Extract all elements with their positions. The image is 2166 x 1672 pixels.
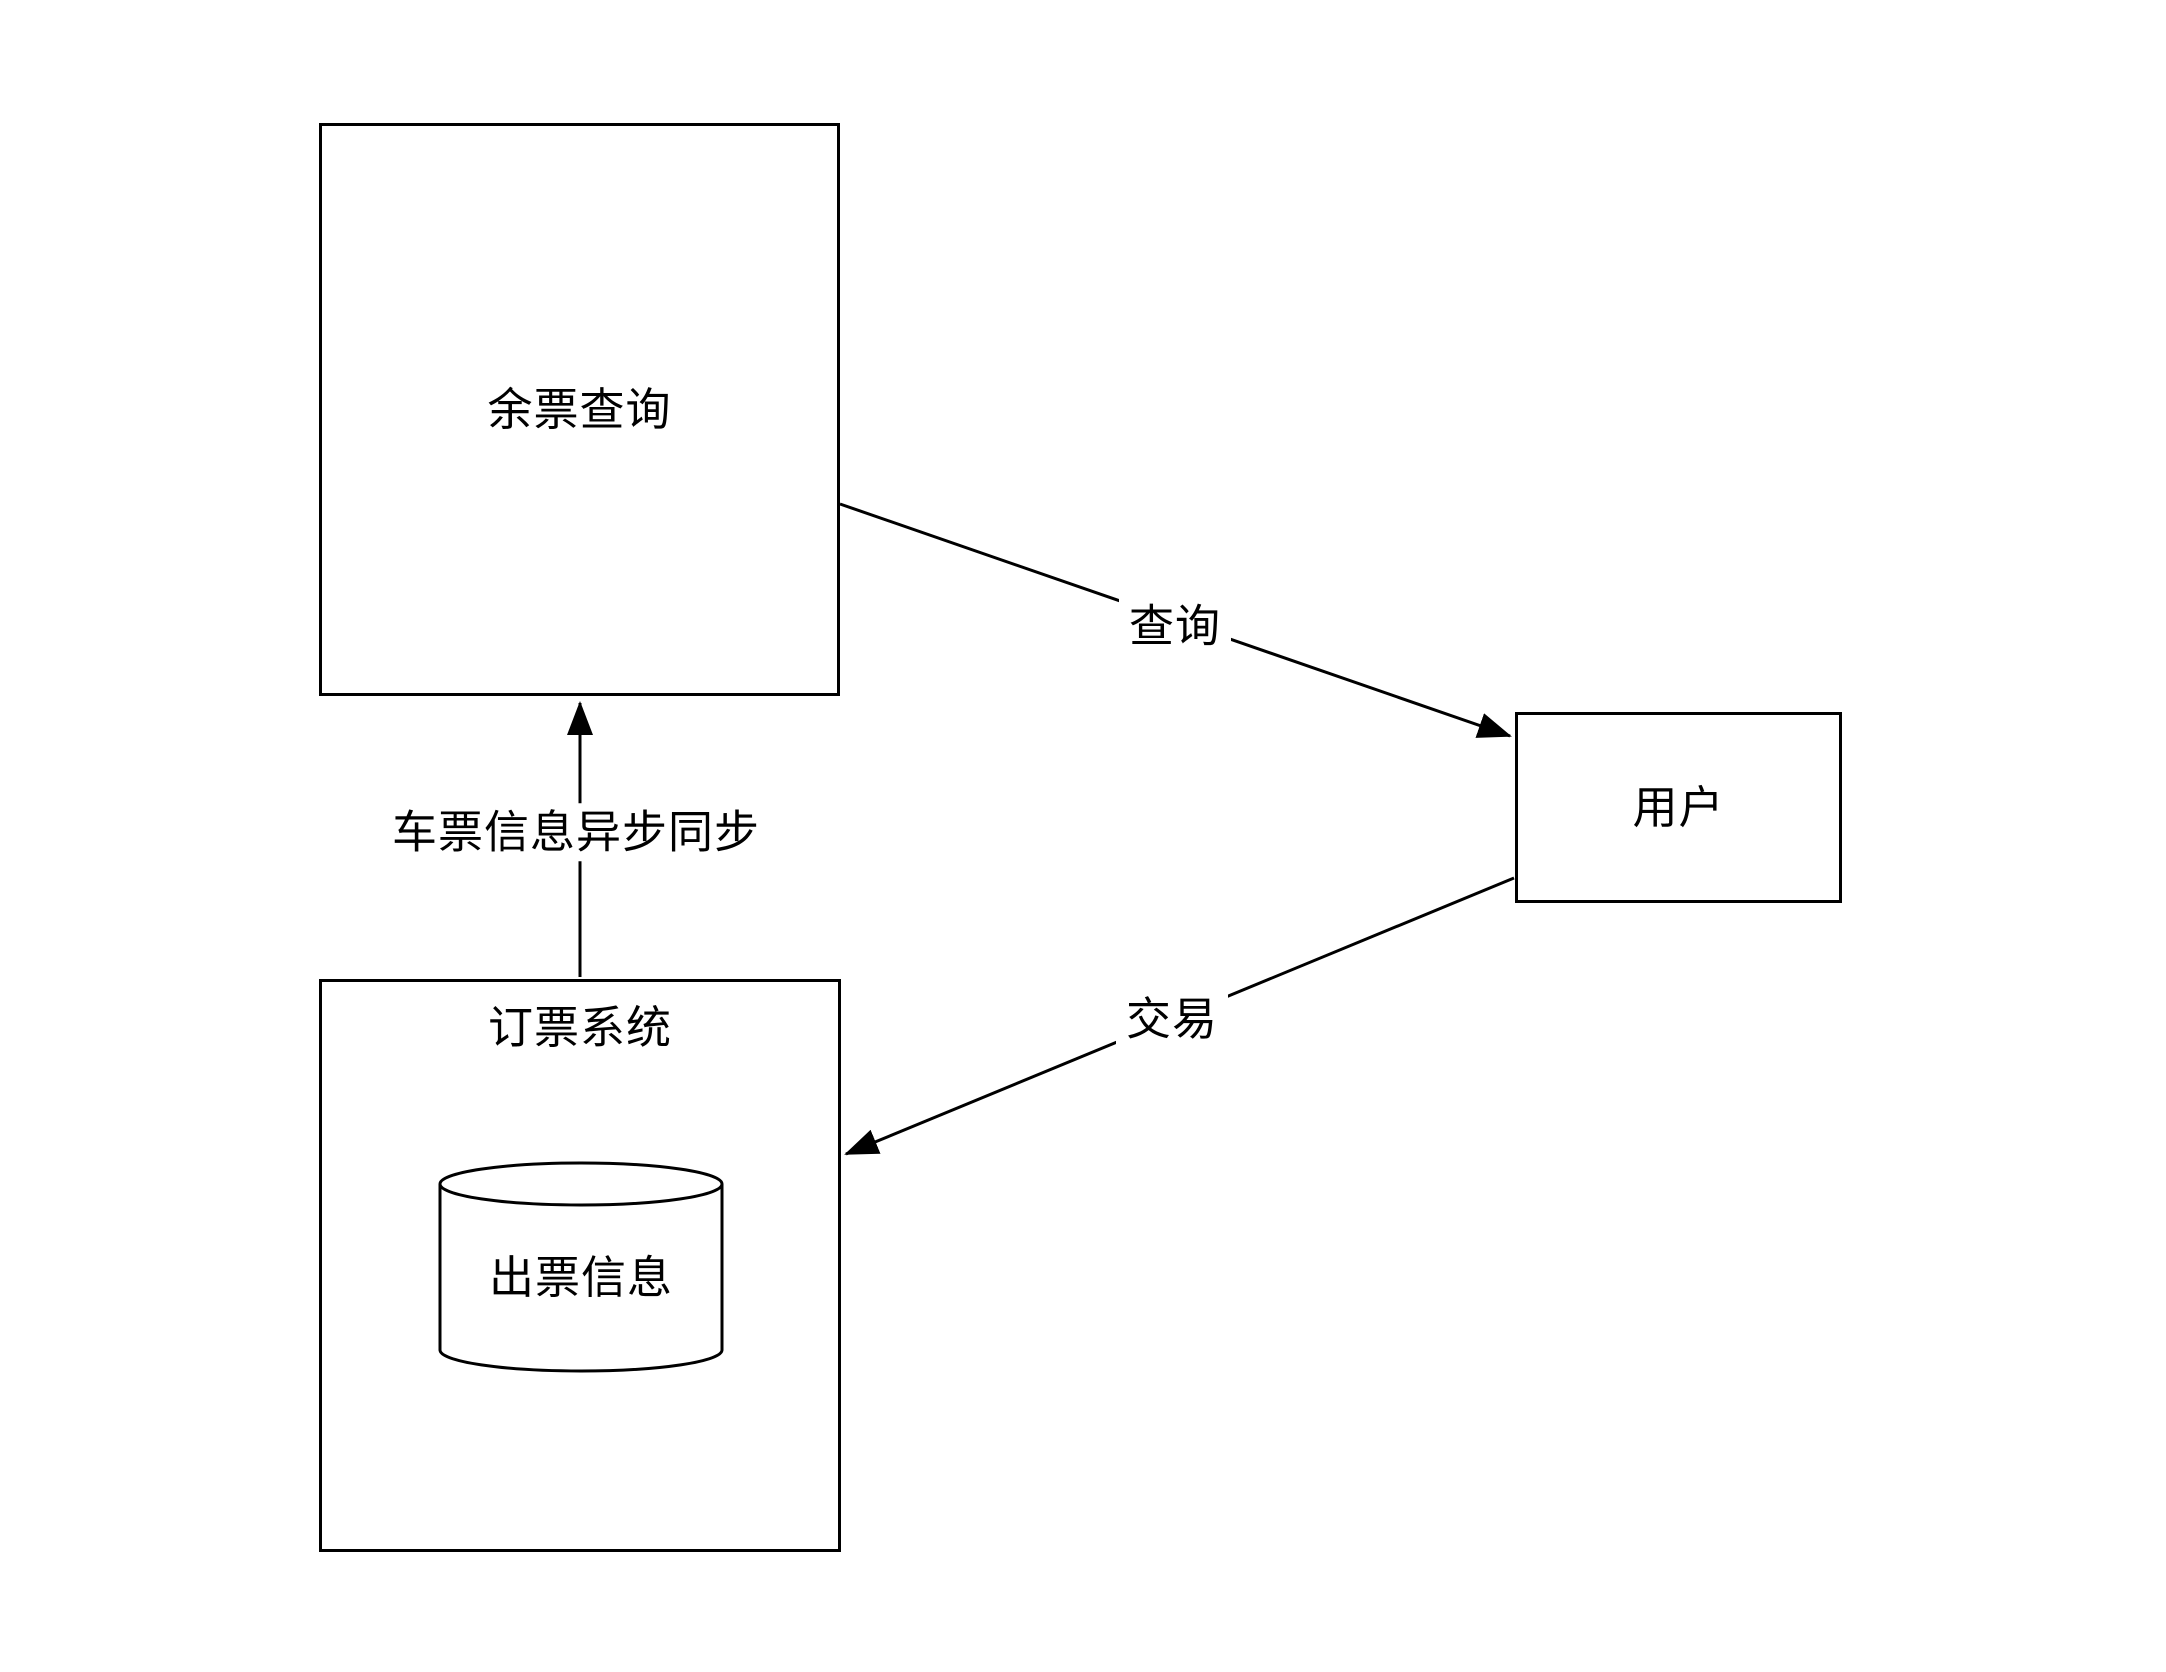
booking-box-label: 订票系统 [487, 1002, 672, 1053]
query-box-node: 余票查询 [319, 123, 840, 696]
user-box-node: 用户 [1515, 712, 1842, 903]
database-label: 出票信息 [488, 1252, 673, 1303]
query-box-label: 余票查询 [487, 383, 672, 435]
database-cylinder-icon [438, 1161, 724, 1373]
sync-edge-label: 车票信息异步同步 [381, 803, 771, 861]
transaction-edge-label: 交易 [1115, 990, 1229, 1048]
user-box-label: 用户 [1632, 781, 1725, 833]
query-edge-label: 查询 [1118, 597, 1232, 655]
